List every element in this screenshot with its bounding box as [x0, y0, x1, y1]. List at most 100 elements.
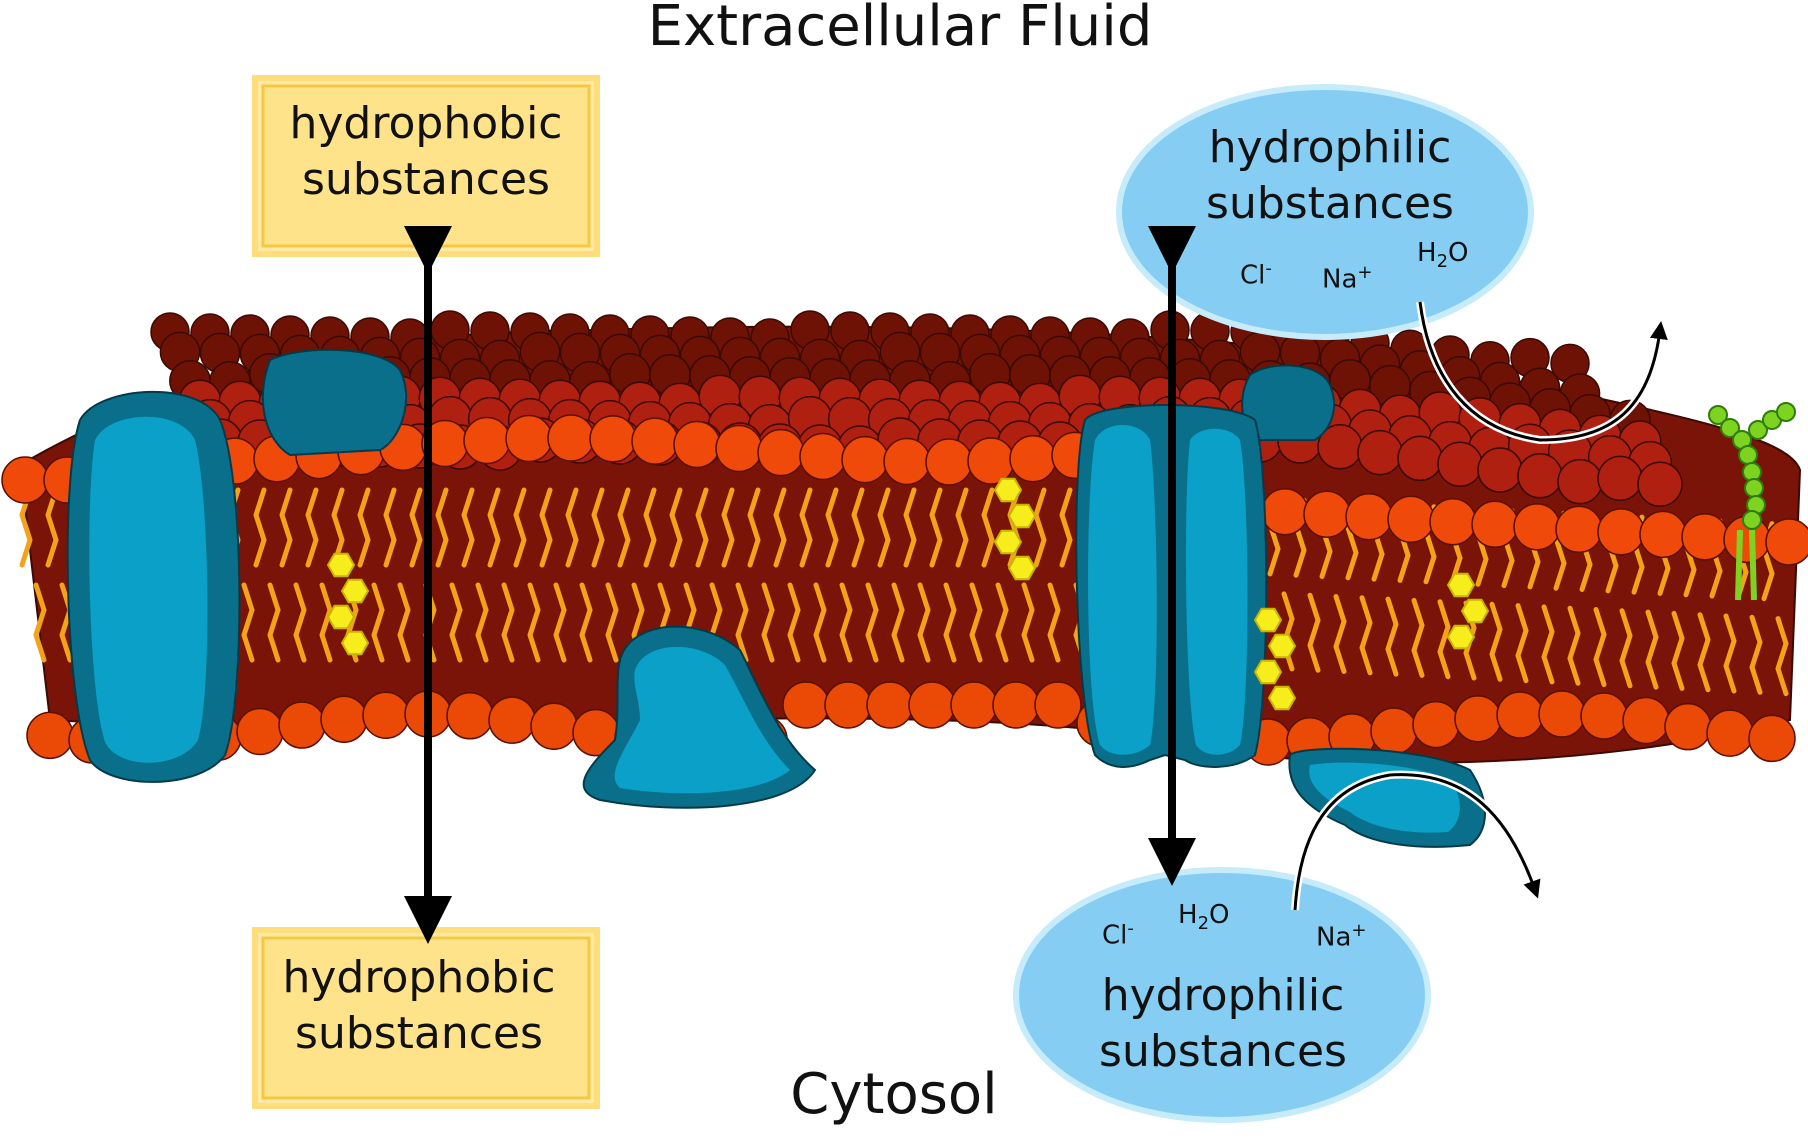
lipid-tail: [1411, 597, 1425, 678]
hydrophilic-top-line2: substances: [1206, 178, 1454, 229]
lipid-tail: [747, 487, 761, 568]
sugar-bead: [1744, 478, 1764, 498]
lipid-tail: [527, 582, 541, 663]
hydrophilic-top-label: hydrophilic substances: [1180, 120, 1480, 232]
lipid-tail: [839, 582, 853, 663]
phospholipid-head: [1454, 695, 1502, 743]
lipid-tail: [553, 582, 567, 663]
hydrophilic-oval-bottom: [1013, 867, 1431, 1123]
lipid-tail: [1033, 487, 1047, 568]
phospholipid-head: [278, 701, 326, 749]
hydrophobic-top-label: hydrophobic substances: [263, 96, 589, 208]
cholesterol-ring: [1007, 503, 1037, 529]
cholesterol-molecules: [326, 477, 1490, 711]
phospholipid-head: [1622, 696, 1670, 745]
lipid-tail: [735, 582, 749, 663]
phospholipid-head: [589, 415, 637, 463]
lipid-tail: [293, 582, 307, 663]
phospholipid-head: [1664, 702, 1712, 751]
lipid-tail: [1307, 592, 1321, 673]
phospholipid-head: [715, 424, 763, 473]
cholesterol-ring: [993, 529, 1023, 555]
sugar-bead: [1776, 402, 1796, 422]
phospholipid-head: [1637, 461, 1683, 507]
sodium-ion-top: Na+: [1322, 262, 1373, 295]
lipid-tail: [1541, 604, 1555, 685]
phospholipid-head: [1477, 447, 1523, 493]
hydrophobic-top-line1: hydrophobic: [289, 98, 563, 149]
phospholipid-head: [547, 414, 595, 462]
hydrophobic-bottom-line1: hydrophobic: [282, 952, 556, 1003]
lipid-tail: [591, 487, 605, 568]
lipid-tail: [891, 582, 905, 663]
cytosol-label: Cytosol: [790, 1062, 998, 1127]
lipid-tail: [1059, 487, 1073, 568]
lipid-tail: [565, 487, 579, 568]
phospholipid-head: [1303, 490, 1351, 538]
sugar-bead: [1720, 418, 1740, 438]
cholesterol-ring: [1446, 572, 1476, 598]
phospholipid-head: [1706, 709, 1754, 757]
lipid-tail: [331, 487, 345, 568]
lipid-tail: [1593, 607, 1607, 687]
water-molecule-top: H2O: [1417, 238, 1469, 273]
phospholipid-head: [967, 437, 1015, 485]
lipid-tail: [969, 582, 983, 663]
glycolipid: [1708, 402, 1796, 601]
lipid-tail: [1645, 609, 1659, 690]
hydrophilic-exit-arrow: [1418, 301, 1668, 442]
cholesterol-ring: [1253, 659, 1283, 685]
phospholipid-head: [1538, 690, 1586, 738]
phospholipid-head: [824, 681, 872, 729]
cholesterol-ring: [326, 552, 356, 578]
phospholipid-head: [841, 435, 889, 484]
lipid-tail: [605, 582, 619, 663]
sodium-ion-bottom: Na+: [1316, 920, 1367, 953]
phospholipid-head: [26, 711, 74, 760]
phospholipid-head: [1034, 681, 1082, 729]
sugar-bead: [1738, 445, 1758, 465]
lipid-tail: [695, 487, 709, 568]
hydrophilic-bottom-label: hydrophilic substances: [1073, 968, 1373, 1080]
phospholipid-head: [1517, 453, 1563, 499]
phospholipid-head: [1429, 498, 1477, 546]
lipid-tail: [501, 582, 515, 663]
lipid-tail: [241, 582, 255, 663]
lipid-tail: [877, 487, 891, 568]
lipid-tail: [669, 487, 683, 568]
phospholipid-head: [799, 432, 847, 481]
phospholipid-head: [1748, 714, 1796, 763]
phospholipid-head: [673, 420, 721, 469]
lipid-tail: [1567, 605, 1581, 686]
channel-protein-right-face: [1185, 428, 1248, 755]
phospholipid-head: [463, 416, 511, 465]
phospholipid-head: [757, 428, 805, 477]
phospholipid-head: [1009, 434, 1057, 483]
phospholipid-head: [1345, 492, 1393, 541]
lipid-tail: [1671, 610, 1685, 691]
phospholipid-head: [992, 681, 1040, 729]
cholesterol-ring: [1007, 555, 1037, 581]
cholesterol-ring: [993, 477, 1023, 503]
transmembrane-protein-left-back: [262, 348, 408, 457]
lipid-tail: [981, 487, 995, 568]
lipid-tail: [33, 582, 47, 663]
phospholipid-head: [866, 681, 914, 729]
hydrophobic-bottom-label: hydrophobic substances: [256, 950, 582, 1062]
phospholipid-head: [1471, 500, 1519, 549]
phospholipid-head: [1397, 435, 1443, 482]
lipid-tail: [539, 487, 553, 568]
lipid-tail: [773, 487, 787, 568]
lipid-tail: [383, 487, 397, 568]
transmembrane-protein-left-face: [89, 416, 208, 763]
channel-protein-left-face: [1088, 425, 1157, 755]
phospholipid-head: [236, 707, 284, 756]
lipid-tail: [579, 582, 593, 663]
phospholipid-head: [1, 456, 49, 504]
phospholipid-head: [530, 702, 578, 750]
lipid-tail: [513, 487, 527, 568]
cholesterol-ring: [340, 578, 370, 604]
lipid-tail: [461, 487, 475, 568]
